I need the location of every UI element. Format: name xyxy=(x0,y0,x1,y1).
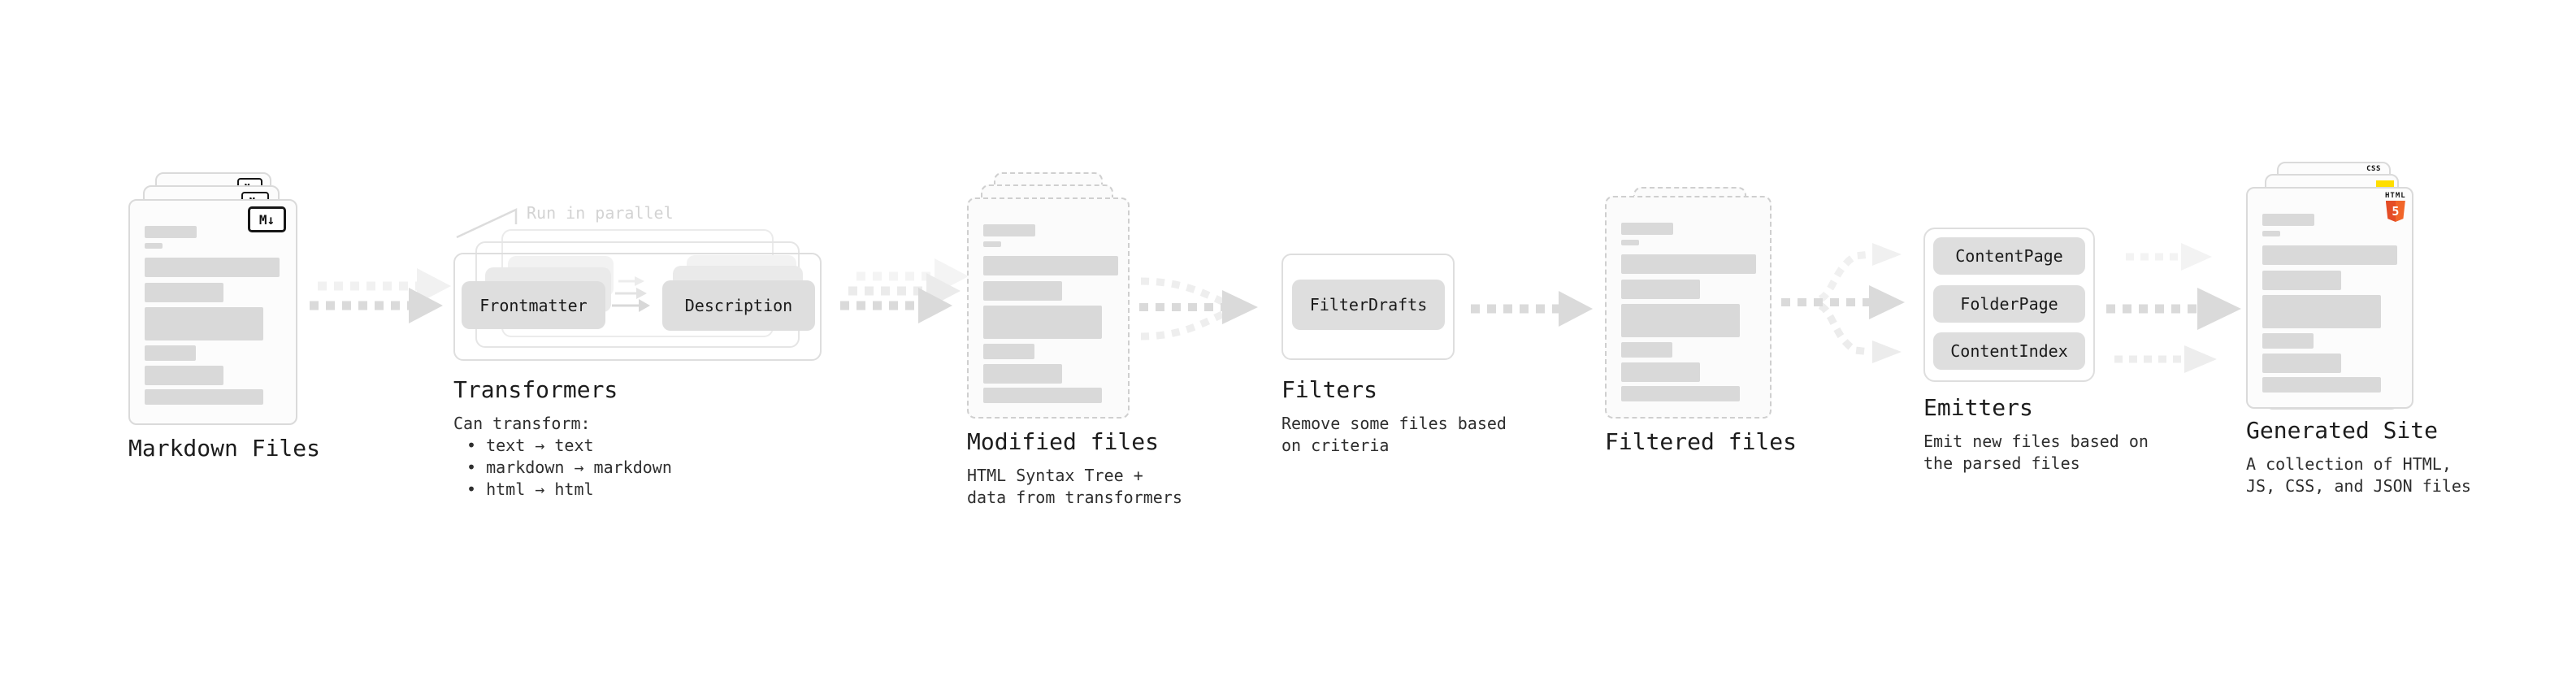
text-line-placeholder xyxy=(145,243,163,249)
arrow-filtered-to-emitters xyxy=(1778,241,1918,377)
description-pill: Description xyxy=(662,280,815,331)
desc-line: Remove some files based xyxy=(1281,414,1507,433)
text-line-placeholder xyxy=(2262,295,2381,328)
arrow-transformers-to-modified xyxy=(837,258,969,328)
stage-title: Emitters xyxy=(1923,394,2033,421)
stage-label-generated-site: Generated Site A collection of HTML, JS,… xyxy=(2246,418,2471,497)
flow-arrow-icon xyxy=(1471,291,1593,327)
desc-line: on criteria xyxy=(1281,436,1390,455)
text-line-placeholder xyxy=(1621,342,1672,358)
text-line-placeholder xyxy=(1621,304,1740,337)
text-line-placeholder xyxy=(983,344,1034,359)
parallel-arrows-icon xyxy=(612,276,650,312)
bullet-item: • html → html xyxy=(466,479,594,499)
bullet-item: • markdown → markdown xyxy=(466,458,672,477)
stage-title: Filters xyxy=(1281,376,1378,403)
stage-description: Can transform: • text → text • markdown … xyxy=(453,413,672,501)
fanout-arrow-icon xyxy=(1781,243,1905,363)
leader-line-icon xyxy=(456,208,518,239)
triple-arrow-icon xyxy=(2106,243,2241,373)
contentpage-pill: ContentPage xyxy=(1933,237,2085,275)
text-line-placeholder xyxy=(145,258,280,277)
stage-title: Transformers xyxy=(453,376,618,403)
desc-line: Emit new files based on xyxy=(1923,432,2149,451)
text-line-placeholder xyxy=(1621,280,1700,299)
stage-title: Modified files xyxy=(967,428,1160,455)
text-line-placeholder xyxy=(2262,231,2280,236)
filtered-file-front xyxy=(1605,196,1772,419)
markdown-file-front: M↓ xyxy=(128,199,297,425)
text-line-placeholder xyxy=(2262,245,2397,265)
desc-line: HTML Syntax Tree + xyxy=(967,466,1143,485)
stage-description: HTML Syntax Tree + data from transformer… xyxy=(967,465,1182,509)
contentindex-pill: ContentIndex xyxy=(1933,332,2085,370)
stage-label-markdown-files: Markdown Files xyxy=(128,436,320,462)
html5-shield: 5 xyxy=(2385,201,2405,222)
arrow-markdown-to-transformers xyxy=(305,267,451,332)
text-line-placeholder xyxy=(983,364,1062,384)
flow-arrow-icon xyxy=(840,258,969,323)
arrow-frontmatter-to-description xyxy=(605,273,664,315)
stage-label-modified-files: Modified files HTML Syntax Tree + data f… xyxy=(967,429,1182,509)
stage-label-filtered-files: Filtered files xyxy=(1605,429,1797,455)
transformer-box-front xyxy=(453,253,822,361)
desc-line: Can transform: xyxy=(453,414,591,433)
modified-file-front xyxy=(967,197,1130,419)
merge-arrow-icon xyxy=(1139,277,1258,340)
text-line-placeholder xyxy=(983,256,1118,275)
text-line-placeholder xyxy=(145,345,196,361)
text-line-placeholder xyxy=(983,281,1062,301)
stage-label-transformers: Transformers Can transform: • text → tex… xyxy=(453,377,672,501)
html5-number: 5 xyxy=(2392,204,2400,219)
stage-label-emitters: Emitters Emit new files based on the par… xyxy=(1923,395,2149,475)
stage-description: A collection of HTML, JS, CSS, and JSON … xyxy=(2246,453,2471,497)
arrow-filters-to-filtered xyxy=(1468,286,1598,332)
flow-arrow-icon xyxy=(310,268,451,323)
desc-line: the parsed files xyxy=(1923,453,2080,473)
text-line-placeholder xyxy=(2262,271,2341,290)
arrow-emitters-to-generated xyxy=(2103,241,2253,377)
generated-file-html: HTML 5 xyxy=(2246,187,2413,409)
text-line-placeholder xyxy=(145,366,223,385)
frontmatter-pill: Frontmatter xyxy=(462,281,605,329)
css-badge-label: CSS xyxy=(2366,165,2381,173)
stage-label-filters: Filters Remove some files based on crite… xyxy=(1281,377,1507,457)
html5-icon: HTML 5 xyxy=(2385,192,2406,222)
stage-description: Remove some files based on criteria xyxy=(1281,413,1507,457)
text-line-placeholder xyxy=(1621,223,1673,235)
text-line-placeholder xyxy=(2262,214,2314,226)
text-line-placeholder xyxy=(983,306,1102,339)
stage-title: Filtered files xyxy=(1605,428,1798,455)
text-line-placeholder xyxy=(2262,354,2341,373)
run-in-parallel-note: Run in parallel xyxy=(527,203,674,223)
run-in-parallel-leader-line xyxy=(452,202,525,241)
text-line-placeholder xyxy=(145,283,223,302)
stage-title: Markdown Files xyxy=(128,435,321,462)
text-line-placeholder xyxy=(983,388,1102,403)
desc-line: A collection of HTML, xyxy=(2246,454,2452,474)
bullet-item: • text → text xyxy=(466,436,594,455)
stage-description: Emit new files based on the parsed files xyxy=(1923,431,2149,475)
arrow-modified-to-filters xyxy=(1136,267,1274,351)
text-line-placeholder xyxy=(145,389,263,405)
text-line-placeholder xyxy=(983,224,1035,236)
markdown-icon: M↓ xyxy=(248,206,286,232)
stage-title: Generated Site xyxy=(2246,417,2439,444)
text-line-placeholder xyxy=(983,241,1001,247)
text-line-placeholder xyxy=(145,307,263,340)
text-line-placeholder xyxy=(1621,254,1756,274)
text-line-placeholder xyxy=(145,226,197,238)
folderpage-pill: FolderPage xyxy=(1933,285,2085,323)
filterdrafts-pill: FilterDrafts xyxy=(1292,280,1445,330)
html5-label: HTML xyxy=(2385,192,2406,200)
desc-line: JS, CSS, and JSON files xyxy=(2246,476,2471,496)
text-line-placeholder xyxy=(1621,240,1639,245)
text-line-placeholder xyxy=(2262,377,2381,393)
desc-line: data from transformers xyxy=(967,488,1182,507)
text-line-placeholder xyxy=(2262,333,2314,349)
text-line-placeholder xyxy=(1621,386,1740,401)
text-line-placeholder xyxy=(1621,362,1700,382)
